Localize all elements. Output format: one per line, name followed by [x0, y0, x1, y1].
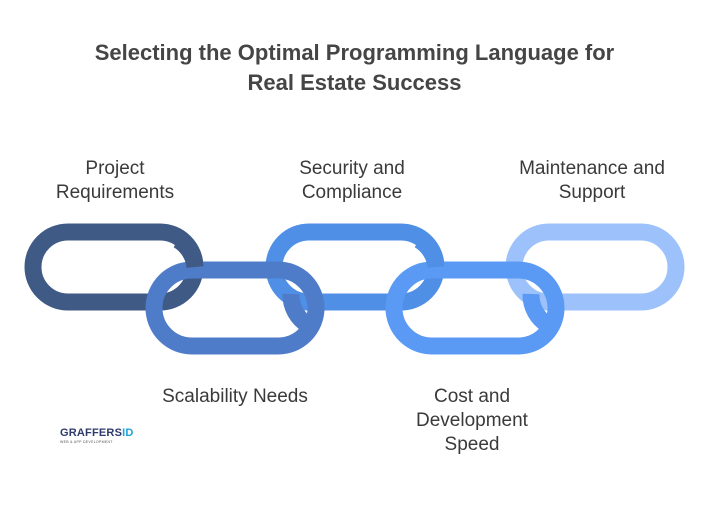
title-line-1: Selecting the Optimal Programming Langua… — [94, 40, 615, 65]
label-project-requirements: Project Requirements — [55, 158, 175, 203]
logo-text: GRAFFERS — [60, 427, 123, 439]
page-title: Selecting the Optimal Programming Langua… — [0, 38, 709, 98]
chain-overlap-3 — [282, 293, 313, 333]
logo-tagline: WEB & APP DEVELOPMENT — [60, 440, 113, 444]
label-maintenance-support: Maintenance and Support — [519, 158, 665, 203]
label-security-compliance: Security and Compliance — [299, 158, 405, 203]
title-line-2: Real Estate Success — [247, 70, 462, 95]
chain-overlap-4 — [522, 293, 553, 333]
label-scalability-needs: Scalability Needs — [162, 386, 308, 407]
label-cost-development-speed: Cost and Development Speed — [416, 386, 528, 455]
chain-overlap-1 — [173, 232, 204, 269]
chain-link-scalability-needs — [145, 261, 325, 355]
graffersid-logo: GRAFFERSID WEB & APP DEVELOPMENT — [60, 427, 136, 449]
chain-link-cost-development-speed — [385, 261, 565, 355]
logo-text-accent: ID — [122, 427, 134, 439]
chain-overlap-2 — [414, 232, 445, 269]
